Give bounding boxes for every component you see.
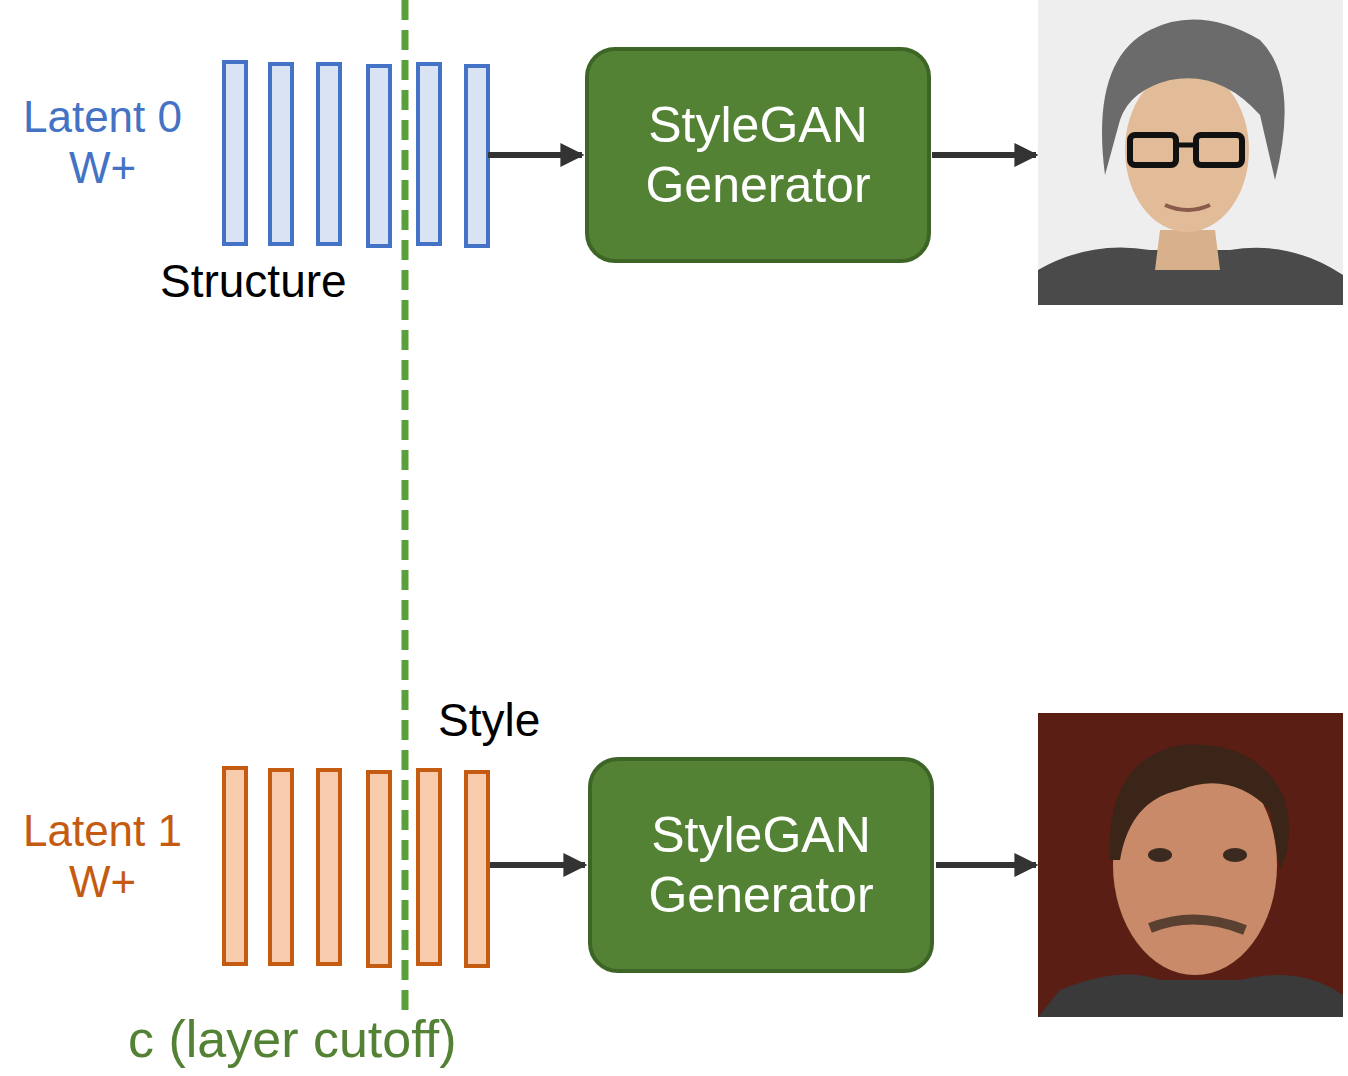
box-text: StyleGAN Generator	[605, 95, 911, 215]
generator-box: StyleGAN Generator	[588, 757, 934, 973]
generator-box: StyleGAN Generator	[585, 47, 931, 263]
region-label: Structure	[160, 255, 400, 308]
cutoff-line	[402, 0, 409, 1012]
latent-label: Latent 1 W+	[0, 806, 205, 907]
box-text: StyleGAN Generator	[608, 805, 914, 925]
face-photo-0	[1038, 0, 1343, 305]
latent-bars-0	[224, 62, 488, 246]
latent-bars-1	[224, 768, 488, 966]
latent-label: Latent 0 W+	[0, 92, 205, 193]
cutoff-label: c (layer cutoff)	[128, 1010, 588, 1070]
face-photo-1	[1038, 713, 1343, 1017]
region-label: Style	[438, 694, 598, 747]
